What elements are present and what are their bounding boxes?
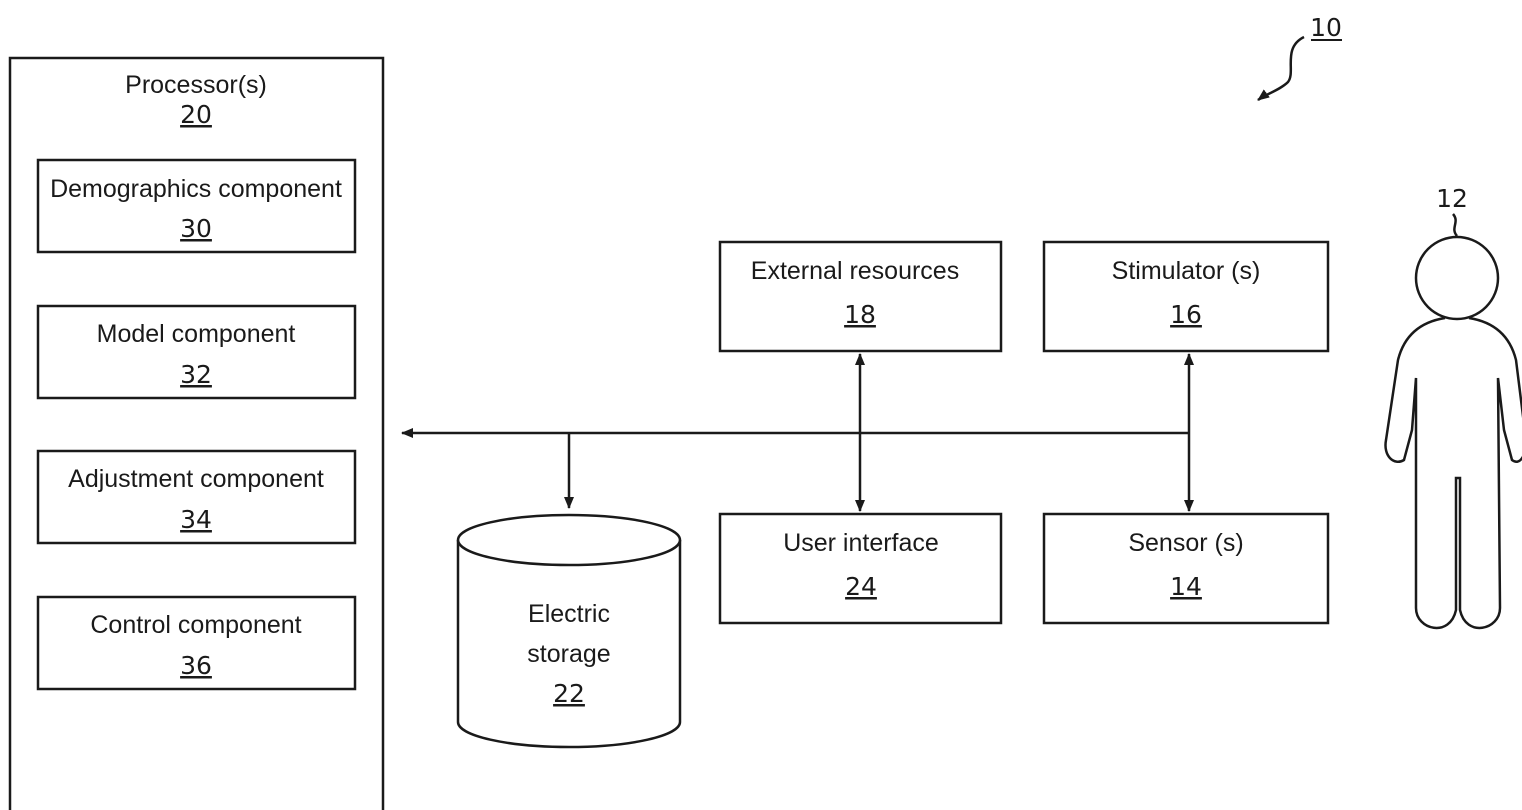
sensor-box: Sensor (s) 14 (1042, 512, 1330, 625)
external-resources-ref: 18 (844, 300, 876, 329)
user-head-icon (1414, 235, 1500, 321)
storage-label-line1: Electric (528, 600, 610, 628)
adjustment-component-ref: 34 (180, 505, 212, 534)
processor-ref: 20 (180, 100, 212, 129)
user-ref-number: 12 (1436, 184, 1468, 213)
storage-ref: 22 (553, 679, 585, 708)
control-component-frame (36, 595, 357, 691)
user-interface-frame (718, 512, 1003, 625)
control-component-box: Control component 36 (36, 595, 357, 691)
adjustment-component-frame (36, 449, 357, 545)
external-resources-box: External resources 18 (718, 240, 1003, 353)
sensor-frame (1042, 512, 1330, 625)
electric-storage-cylinder: Electric storage 22 (456, 513, 682, 749)
model-component-box: Model component 32 (36, 304, 357, 400)
model-component-label: Model component (97, 320, 296, 348)
adjustment-component-label: Adjustment component (68, 465, 324, 493)
model-component-frame (36, 304, 357, 400)
stimulator-label: Stimulator (s) (1112, 257, 1261, 285)
user-interface-ref: 24 (845, 572, 877, 601)
stimulator-box: Stimulator (s) 16 (1042, 240, 1330, 353)
processor-title: Processor(s) (125, 71, 267, 99)
system-ref-number: 10 (1310, 13, 1342, 42)
storage-body (456, 540, 682, 749)
sensor-ref: 14 (1170, 572, 1202, 601)
stimulator-ref: 16 (1170, 300, 1202, 329)
demographics-component-frame (36, 158, 357, 254)
demographics-component-ref: 30 (180, 214, 212, 243)
user-body-icon (1384, 316, 1522, 629)
user-interface-box: User interface 24 (718, 512, 1003, 625)
storage-label-line2: storage (527, 640, 610, 668)
user-figure: 12 (1384, 184, 1522, 629)
control-component-ref: 36 (180, 651, 212, 680)
adjustment-component-box: Adjustment component 34 (36, 449, 357, 545)
sensor-label: Sensor (s) (1128, 529, 1243, 557)
storage-top (456, 513, 682, 567)
control-component-label: Control component (90, 611, 301, 639)
external-resources-label: External resources (751, 257, 959, 285)
system-reference: 10 (1257, 13, 1342, 102)
user-ref-leader (1451, 213, 1459, 237)
external-resources-frame (718, 240, 1003, 353)
stimulator-frame (1042, 240, 1330, 353)
system-ref-leader-arrow (1257, 35, 1305, 102)
model-component-ref: 32 (180, 360, 212, 389)
demographics-component-label: Demographics component (50, 175, 342, 203)
user-interface-label: User interface (783, 529, 939, 557)
demographics-component-box: Demographics component 30 (36, 158, 357, 254)
